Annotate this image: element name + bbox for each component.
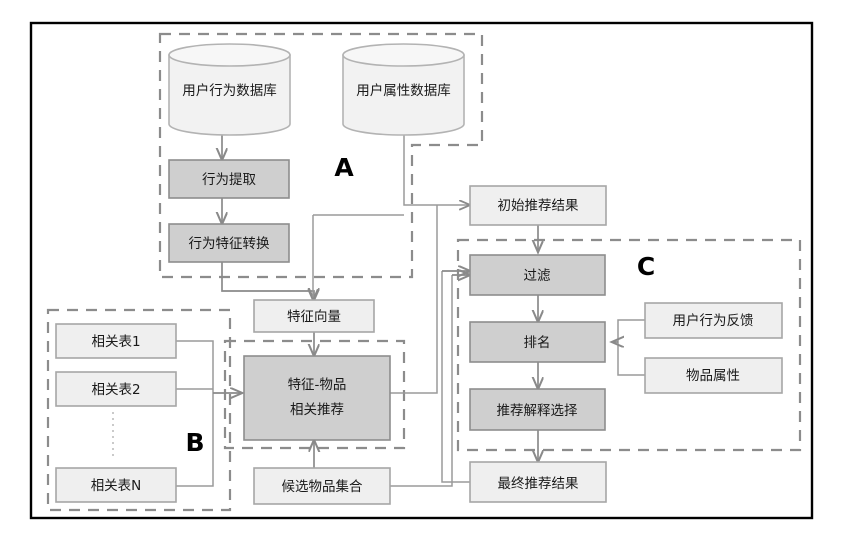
node-filter[interactable]: 过滤: [469, 254, 606, 296]
node-feature-item-recommendation-label-line2: 相关推荐: [290, 402, 344, 418]
node-user-behavior-db-label: 用户行为数据库: [182, 82, 277, 99]
edge-attribute-bus: [617, 342, 645, 376]
node-feature-item-recommendation-label-line1: 特征-物品: [288, 377, 347, 393]
node-rec-explain-select-label: 推荐解释选择: [497, 403, 578, 419]
diagram-outer-frame: [29, 21, 814, 520]
node-user-behavior-feedback-label: 用户行为反馈: [673, 312, 754, 329]
group-c-boundary: [456, 238, 802, 452]
node-related-table-n-label: 相关表N: [91, 478, 142, 494]
edge-table1-bus: [176, 340, 214, 393]
node-behavior-feature-transform[interactable]: 行为特征转换: [168, 223, 290, 263]
edge-feedback-bus: [617, 319, 645, 342]
node-ranking[interactable]: 排名: [469, 321, 606, 363]
node-item-attribute-label: 物品属性: [686, 368, 740, 384]
core-recommender-boundary: [223, 339, 406, 450]
group-label-a: A: [334, 153, 354, 182]
edge-candidates-right-up: [390, 275, 453, 487]
node-related-table-1[interactable]: 相关表1: [55, 323, 177, 359]
node-behavior-extract-label: 行为提取: [202, 172, 256, 188]
node-behavior-feature-transform-label: 行为特征转换: [189, 236, 270, 252]
node-item-attribute[interactable]: 物品属性: [644, 357, 783, 394]
node-final-rec-result[interactable]: 最终推荐结果: [469, 461, 607, 503]
node-feature-item-recommendation[interactable]: 特征-物品 相关推荐: [243, 355, 391, 441]
node-filter-label: 过滤: [524, 268, 552, 284]
node-initial-rec-result[interactable]: 初始推荐结果: [469, 185, 607, 226]
edge-core-to-initialresult: [390, 205, 438, 394]
node-related-table-2[interactable]: 相关表2: [55, 371, 177, 407]
group-label-c: C: [637, 252, 655, 281]
node-user-profile-db[interactable]: 用户属性数据库: [342, 43, 465, 136]
node-feature-vector[interactable]: 特征向量: [253, 299, 375, 333]
node-candidate-item-set-label: 候选物品集合: [282, 479, 363, 495]
node-user-behavior-feedback[interactable]: 用户行为反馈: [644, 302, 783, 339]
node-candidate-item-set[interactable]: 候选物品集合: [253, 467, 391, 505]
edge-final-feedback-loop: [441, 271, 470, 483]
node-behavior-extract[interactable]: 行为提取: [168, 159, 290, 199]
group-a-boundary: [158, 32, 484, 279]
node-rec-explain-select[interactable]: 推荐解释选择: [469, 388, 606, 431]
node-related-table-1-label: 相关表1: [91, 334, 140, 350]
node-user-behavior-db[interactable]: 用户行为数据库: [168, 43, 291, 136]
node-related-table-2-label: 相关表2: [91, 382, 140, 398]
edge-profiledb-to-initialresult: [403, 135, 470, 205]
node-user-profile-db-label: 用户属性数据库: [356, 82, 451, 99]
node-related-table-n[interactable]: 相关表N: [55, 467, 177, 503]
edge-transform-to-featurevector: [221, 262, 314, 300]
node-final-rec-result-label: 最终推荐结果: [498, 476, 579, 492]
node-ranking-label: 排名: [524, 335, 551, 351]
node-initial-rec-result-label: 初始推荐结果: [498, 197, 579, 214]
group-label-b: B: [185, 428, 204, 457]
node-feature-vector-label: 特征向量: [287, 309, 341, 325]
edge-tablen-bus: [176, 393, 214, 487]
